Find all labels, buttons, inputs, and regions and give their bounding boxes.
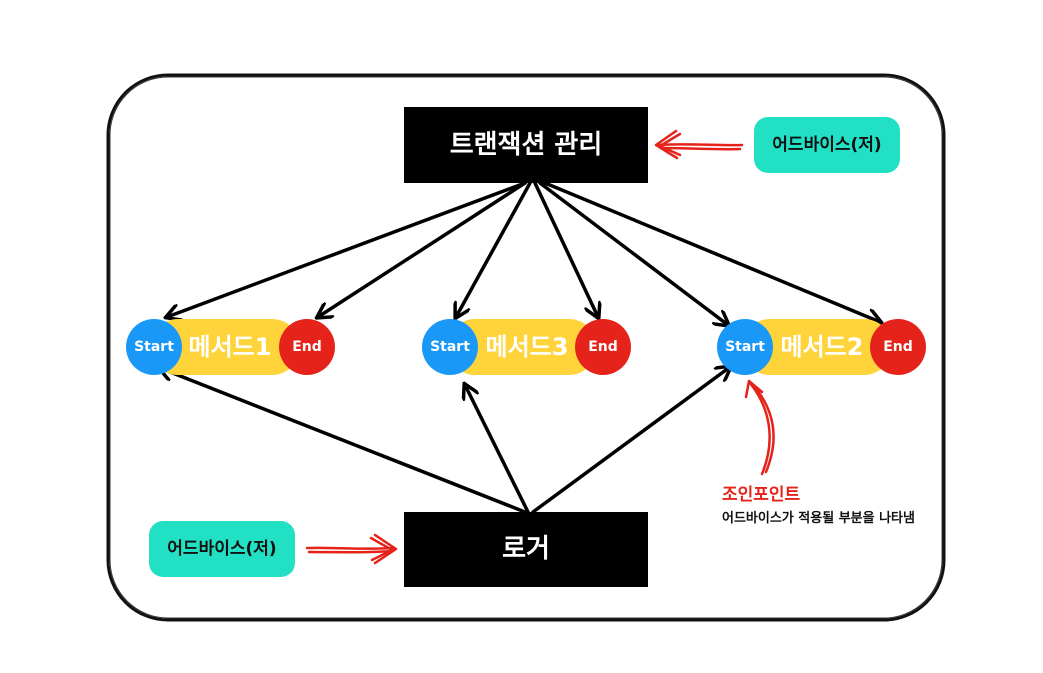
advice-bottom-label: 어드바이스(저)	[167, 539, 276, 559]
method-1: 메서드1 Start End	[126, 319, 335, 375]
end-dot	[870, 319, 926, 375]
join-point-description: 어드바이스가 적용될 부분을 나타냄	[722, 510, 915, 526]
method-pill	[447, 319, 597, 375]
end-dot	[279, 319, 335, 375]
advice-top: 어드바이스(저)	[754, 117, 900, 173]
transaction-box: 트랜잭션 관리	[404, 107, 648, 183]
method-3: 메서드3 Start End	[422, 319, 631, 375]
transaction-box-label: 트랜잭션 관리	[450, 130, 603, 160]
start-dot	[717, 319, 773, 375]
logger-arrows	[160, 367, 730, 514]
end-label: End	[292, 339, 322, 355]
logger-box-label: 로거	[502, 534, 550, 564]
join-point-title: 조인포인트	[722, 485, 801, 505]
method-pill	[742, 319, 892, 375]
logger-box: 로거	[404, 512, 648, 587]
start-label: Start	[134, 339, 174, 355]
advice-bottom-arrow	[305, 533, 398, 565]
advice-top-label: 어드바이스(저)	[772, 135, 881, 155]
advice-bottom: 어드바이스(저)	[149, 521, 295, 577]
method-label: 메서드2	[781, 333, 864, 361]
start-label: Start	[430, 339, 470, 355]
advice-top-arrow	[654, 129, 744, 160]
method-2: 메서드2 Start End	[717, 319, 926, 375]
outer-frame	[106, 73, 946, 622]
method-label: 메서드1	[189, 333, 272, 361]
end-label: End	[588, 339, 618, 355]
end-label: End	[883, 339, 913, 355]
start-dot	[126, 319, 182, 375]
method-pill	[150, 319, 300, 375]
join-point-arrow	[744, 379, 775, 476]
start-label: Start	[725, 339, 765, 355]
method-label: 메서드3	[486, 333, 569, 361]
start-dot	[422, 319, 478, 375]
transaction-arrows	[167, 181, 880, 325]
end-dot	[575, 319, 631, 375]
